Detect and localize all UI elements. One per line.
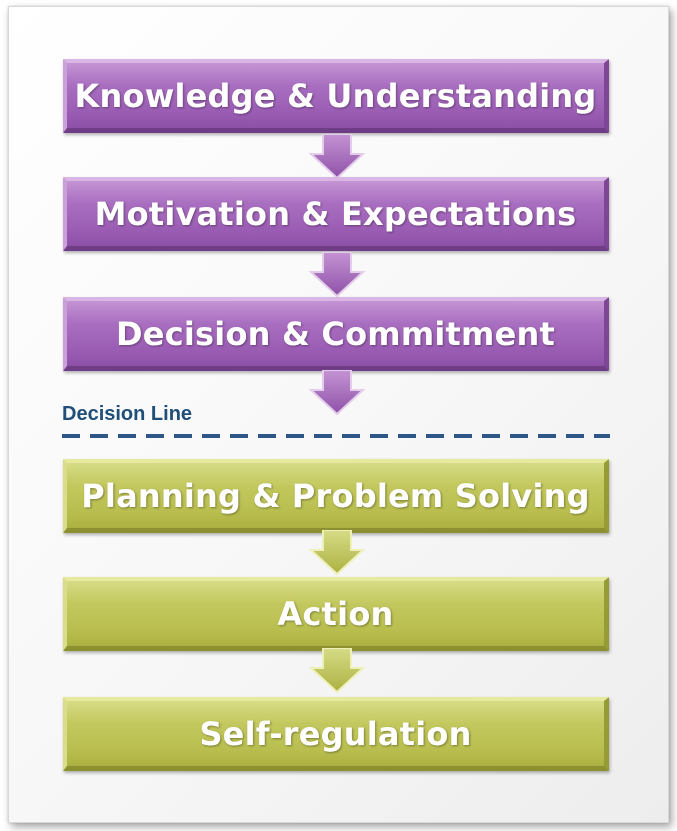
step-label: Self-regulation <box>199 714 472 753</box>
step-motivation-expectations: Motivation & Expectations <box>63 177 609 251</box>
step-label: Decision & Commitment <box>116 314 555 353</box>
step-knowledge-understanding: Knowledge & Understanding <box>63 59 609 133</box>
decision-line <box>62 434 610 438</box>
step-label: Planning & Problem Solving <box>81 476 590 515</box>
step-label: Motivation & Expectations <box>94 194 577 233</box>
step-action: Action <box>63 577 609 651</box>
arrow-down-icon <box>309 370 365 416</box>
arrow-down-icon <box>309 134 365 180</box>
step-label: Action <box>277 594 394 633</box>
arrow-down-icon <box>309 252 365 298</box>
step-label: Knowledge & Understanding <box>74 76 597 115</box>
arrow-down-icon <box>309 648 365 694</box>
arrow-down-icon <box>309 530 365 576</box>
step-decision-commitment: Decision & Commitment <box>63 297 609 371</box>
decision-line-label: Decision Line <box>62 403 193 425</box>
step-planning-problem-solving: Planning & Problem Solving <box>63 459 609 533</box>
step-self-regulation: Self-regulation <box>63 697 609 771</box>
